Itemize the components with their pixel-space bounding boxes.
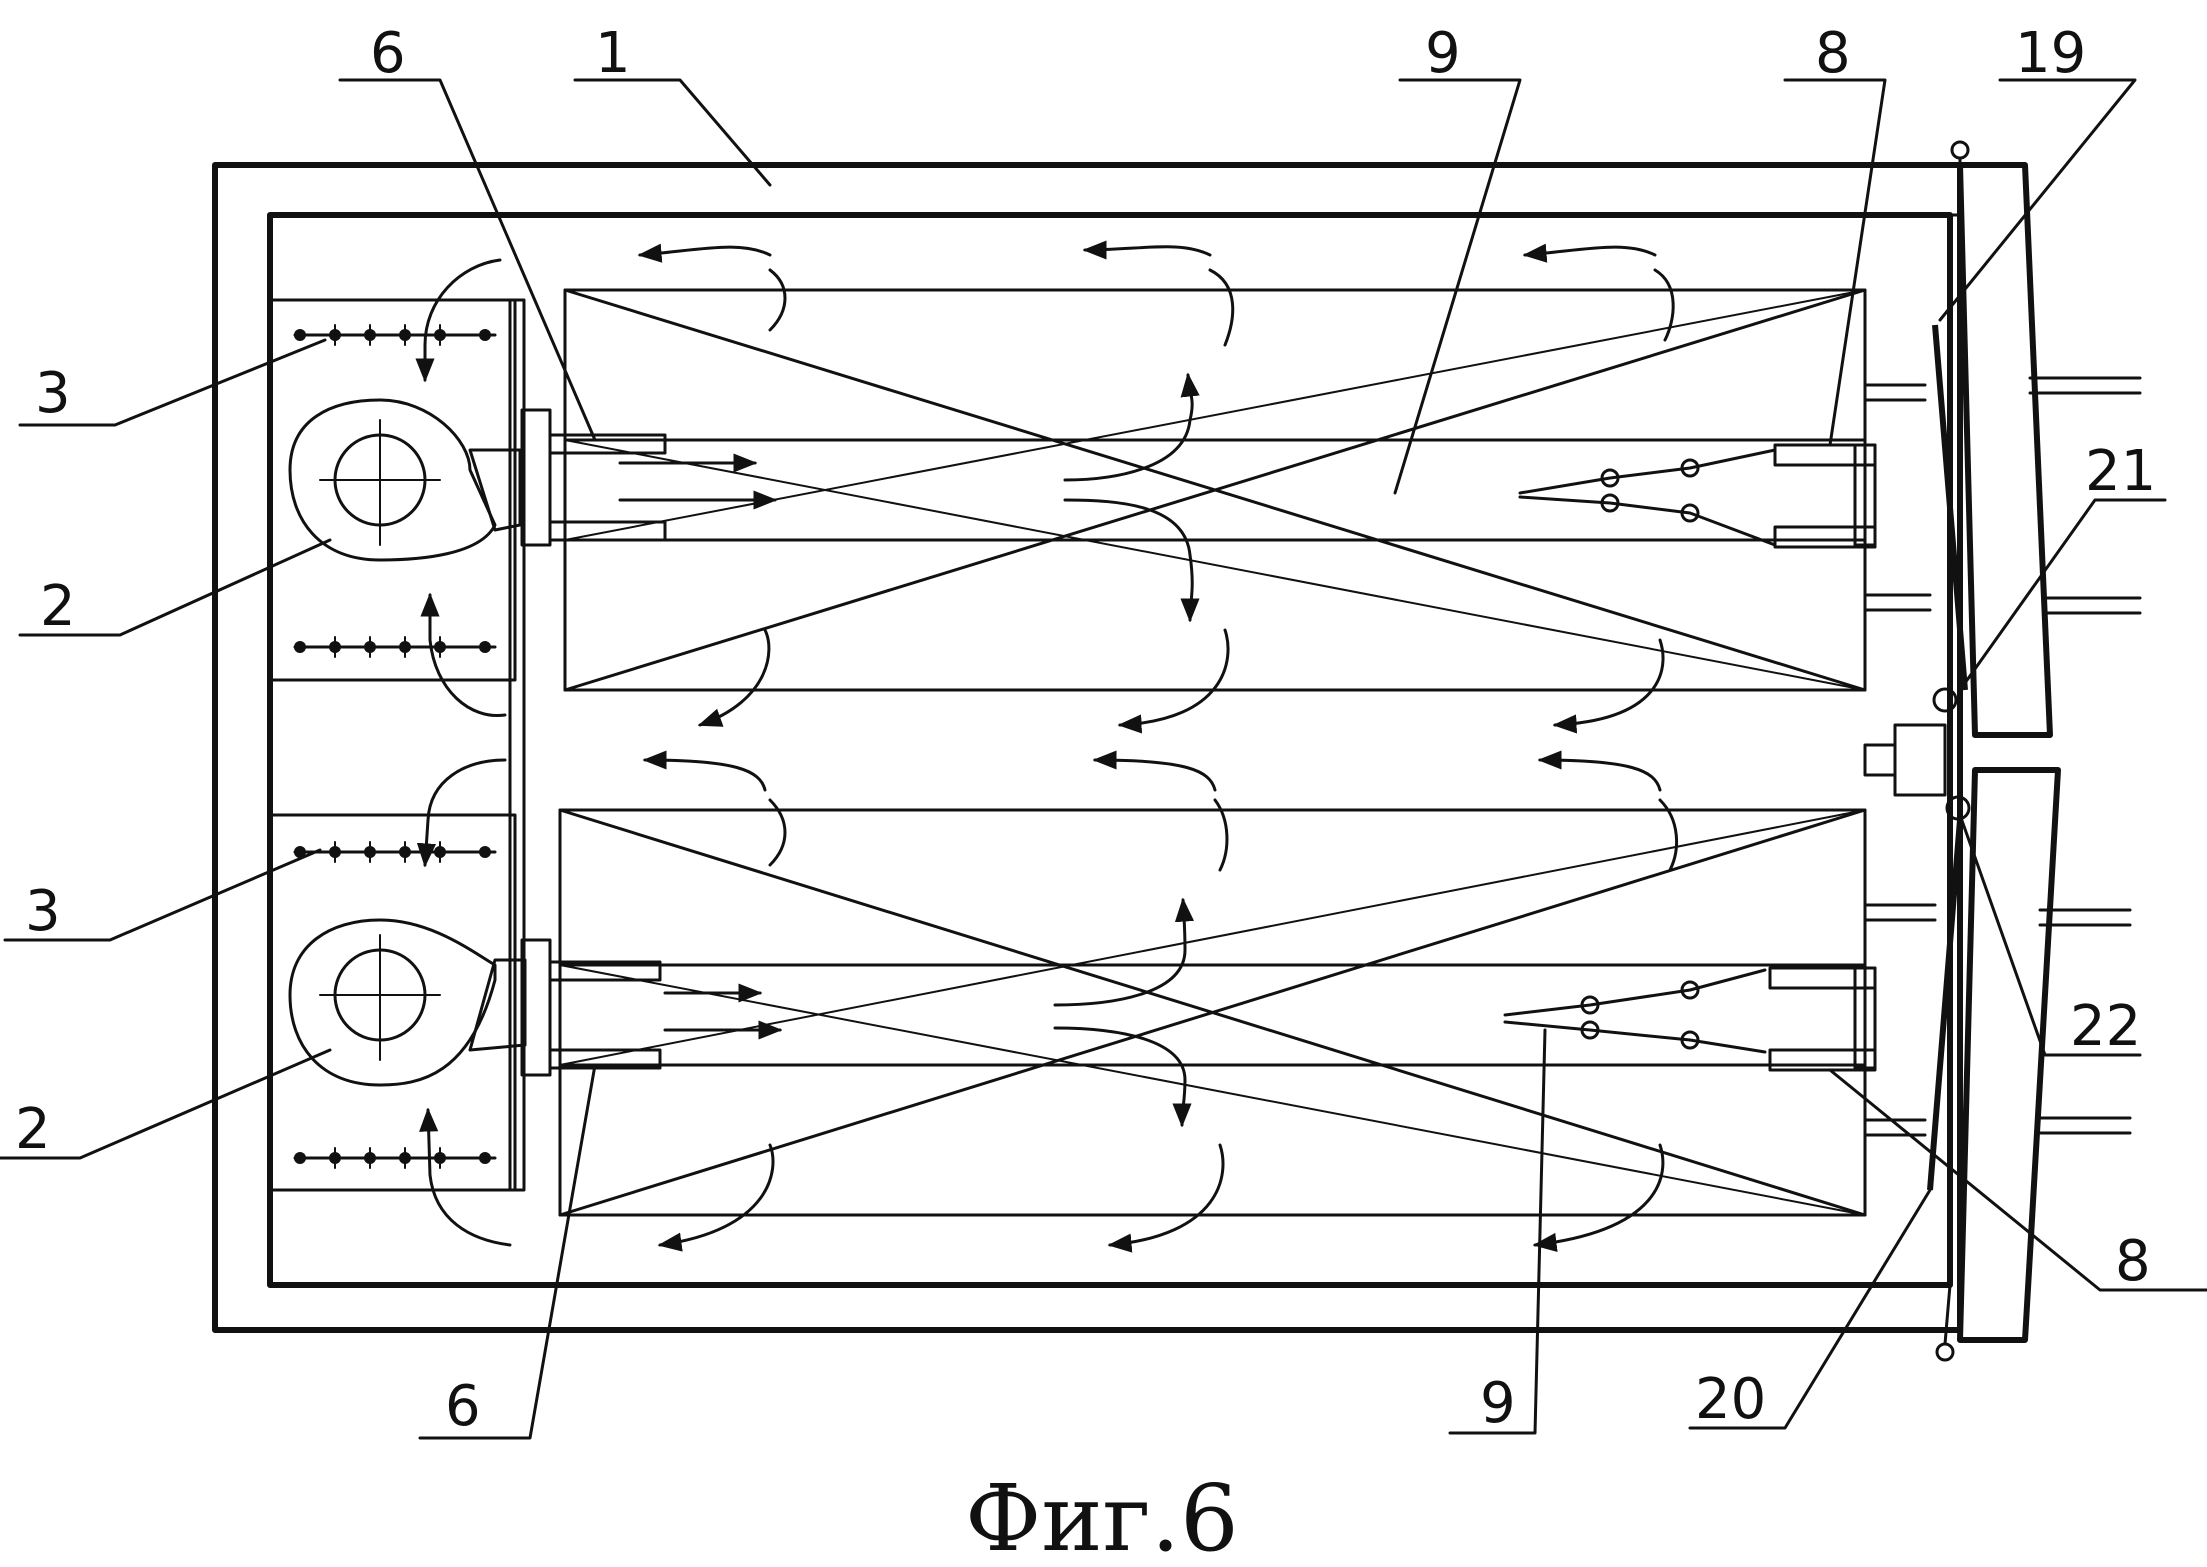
end-caps bbox=[1768, 443, 1877, 1072]
label-8-top: 8 bbox=[1815, 21, 1851, 86]
label-8-bottom: 8 bbox=[2115, 1229, 2151, 1294]
heater-rows bbox=[293, 324, 497, 1169]
upper-stack bbox=[563, 288, 1867, 692]
label-19: 19 bbox=[2015, 21, 2086, 86]
nozzle-flanges bbox=[520, 408, 667, 1077]
fan-upper bbox=[288, 398, 522, 562]
label-6-top: 6 bbox=[370, 21, 406, 86]
label-2-bottom: 2 bbox=[15, 1097, 51, 1162]
flap-valves bbox=[1503, 448, 1777, 1054]
door-panels bbox=[1935, 140, 2061, 1362]
deflector-plates bbox=[1927, 324, 1968, 1191]
label-9-bottom: 9 bbox=[1480, 1371, 1516, 1436]
label-21: 21 bbox=[2085, 439, 2156, 504]
callout-labels: 6 1 9 8 19 3 2 3 2 21 22 8 6 9 20 bbox=[15, 21, 2156, 1439]
label-3-top: 3 bbox=[35, 361, 71, 426]
airflow-arrows bbox=[415, 240, 1679, 1253]
lower-stack bbox=[558, 808, 1867, 1217]
left-compartment bbox=[268, 298, 526, 1192]
outlet-pipes bbox=[1863, 376, 2142, 1137]
figure-caption: Фиг.6 bbox=[965, 1465, 1239, 1567]
leader-lines bbox=[0, 78, 2207, 1440]
label-3-bottom: 3 bbox=[25, 879, 61, 944]
label-2-top: 2 bbox=[40, 574, 76, 639]
fan-lower bbox=[288, 918, 527, 1087]
label-6-bottom: 6 bbox=[445, 1374, 481, 1439]
lock-mechanism bbox=[1863, 687, 1971, 821]
label-20: 20 bbox=[1695, 1367, 1766, 1432]
label-22: 22 bbox=[2070, 994, 2141, 1059]
label-1: 1 bbox=[595, 21, 631, 86]
label-9-top: 9 bbox=[1425, 21, 1461, 86]
